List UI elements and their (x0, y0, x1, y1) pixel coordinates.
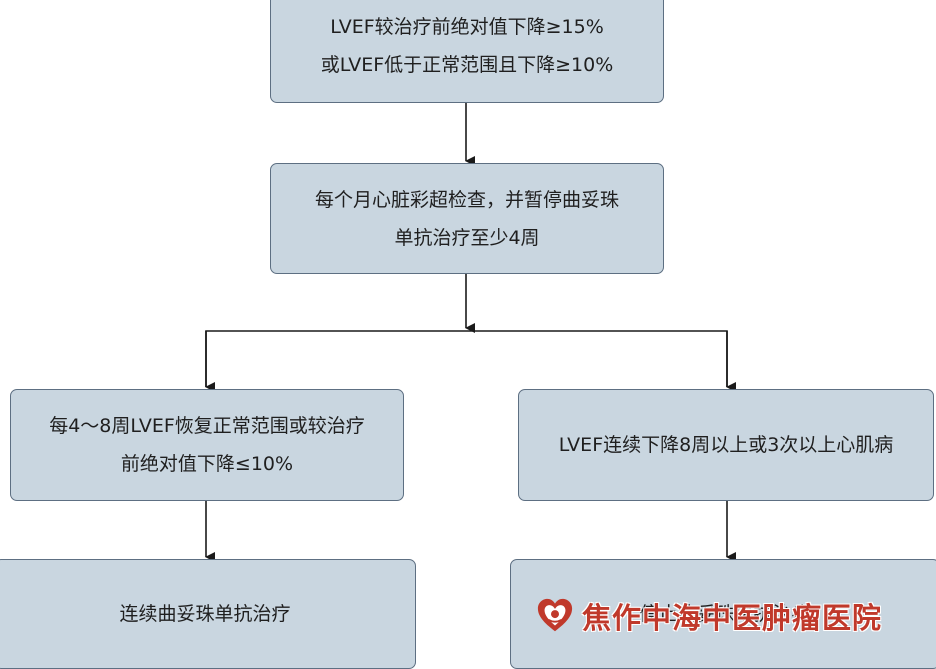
node-stop-treatment-line1: 停止曲妥珠单抗治疗 (639, 603, 811, 625)
node-lvef-recovered: 每4～8周LVEF恢复正常范围或较治疗 前绝对值下降≤10% (10, 389, 404, 501)
node-monthly-monitoring-line1: 每个月心脏彩超检查，并暂停曲妥珠 (314, 188, 619, 211)
flow-connectors (205, 103, 736, 562)
node-lvef-declined-line1: LVEF连续下降8周以上或3次以上心肌病 (558, 434, 894, 456)
node-monthly-monitoring-line2: 单抗治疗至少4周 (394, 226, 540, 249)
hospital-heart-logo-icon (537, 598, 573, 632)
hospital-watermark-text: 焦作中海中医肿瘤医院 (582, 601, 883, 635)
node-continue-treatment-line1: 连续曲妥珠单抗治疗 (119, 603, 291, 625)
node-lvef-recovered-line1: 每4～8周LVEF恢复正常范围或较治疗 (49, 415, 365, 437)
node-lvef-criteria-line2: 或LVEF低于正常范围且下降≥10% (320, 53, 614, 76)
node-continue-treatment: 连续曲妥珠单抗治疗 (0, 559, 416, 669)
branch-line (205, 330, 728, 387)
node-lvef-criteria: LVEF较治疗前绝对值下降≥15% 或LVEF低于正常范围且下降≥10% (270, 0, 664, 103)
node-lvef-declined: LVEF连续下降8周以上或3次以上心肌病 (518, 389, 934, 501)
node-monthly-monitoring: 每个月心脏彩超检查，并暂停曲妥珠 单抗治疗至少4周 (270, 163, 664, 274)
node-lvef-criteria-line1: LVEF较治疗前绝对值下降≥15% (330, 15, 604, 38)
hospital-watermark: 焦作中海中医肿瘤医院 (536, 594, 882, 638)
node-lvef-recovered-line2: 前绝对值下降≤10% (120, 453, 294, 475)
